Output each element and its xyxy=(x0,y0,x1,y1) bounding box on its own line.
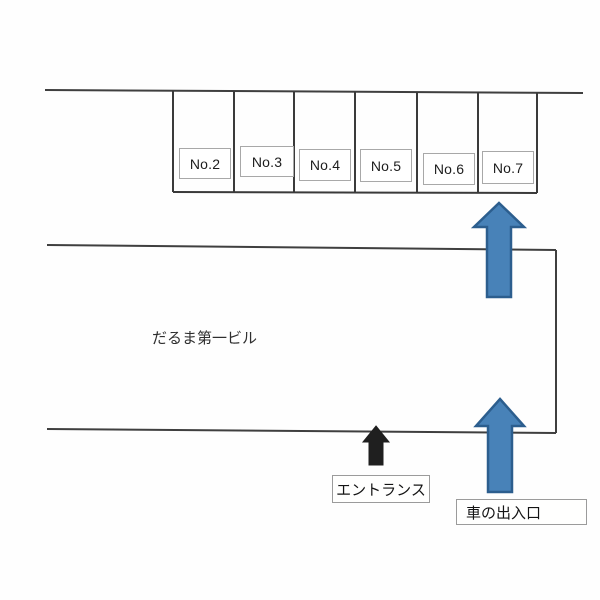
top-road-line xyxy=(44,89,584,94)
parking-stall-borders xyxy=(172,91,538,194)
parking-stall-label-no2: No.2 xyxy=(179,148,231,179)
building-name-label: だるま第一ビル xyxy=(152,330,258,347)
parking-stall-label-no7: No.7 xyxy=(482,151,534,184)
parking-stall-label-no6: No.6 xyxy=(423,153,475,185)
up-arrow-icon-car-route-upper xyxy=(470,201,528,299)
parking-stall-label-no5: No.5 xyxy=(360,149,412,182)
parking-stall-label-no3: No.3 xyxy=(240,146,294,177)
up-arrow-icon-entrance xyxy=(361,425,391,466)
building-outline xyxy=(46,244,557,434)
building-top-line xyxy=(46,244,557,251)
parking-stall-label-no4: No.4 xyxy=(299,149,351,181)
entrance-label-box: エントランス xyxy=(332,475,430,503)
up-arrow-icon-car-gate xyxy=(473,397,527,494)
stall-bottom-line xyxy=(172,191,538,194)
building-bottom-line xyxy=(46,428,557,434)
car-gate-label-box: 車の出入口 xyxy=(456,499,587,525)
